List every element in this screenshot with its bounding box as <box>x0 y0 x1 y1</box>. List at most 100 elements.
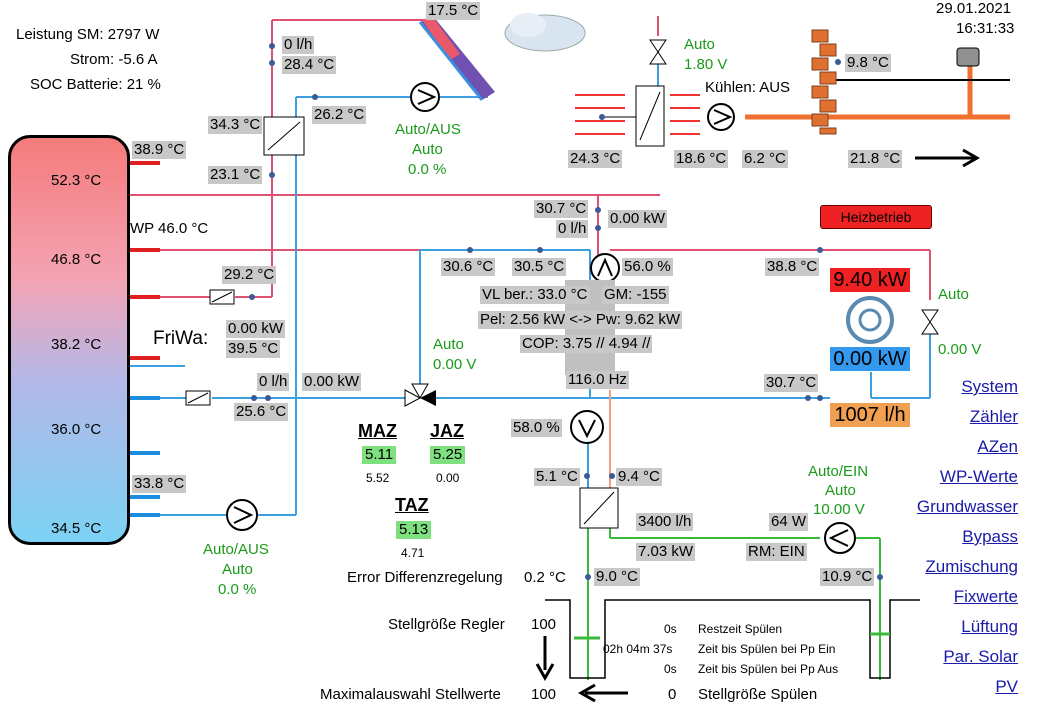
hp-pump-pct: 56.0 % <box>622 258 673 276</box>
nav-zumischung[interactable]: Zumischung <box>925 557 1018 576</box>
solar-pump-mode: Auto/AUS <box>395 121 461 138</box>
nav-fixwerte[interactable]: Fixwerte <box>953 587 1018 606</box>
brine-pump-volt: 10.00 V <box>813 501 865 518</box>
storage-tank <box>8 135 130 545</box>
hc-valve-mode: Auto <box>938 286 969 303</box>
time: 16:31:33 <box>956 20 1015 37</box>
hc-return-temp: 30.7 °C <box>764 374 819 392</box>
spuelen-val-0: 0s <box>664 622 677 636</box>
brine-kw: 7.03 kW <box>636 543 696 561</box>
cooling-temp-4: 21.8 °C <box>848 150 903 168</box>
cooling-valve-volt: 1.80 V <box>684 56 728 73</box>
heizbetrieb-button[interactable]: Heizbetrieb <box>820 205 932 229</box>
spuelen-label-0: Restzeit Spülen <box>698 622 783 636</box>
jaz-label: JAZ <box>430 421 465 441</box>
brine-temp-9: 9.4 °C <box>616 468 662 486</box>
nav-lueftung[interactable]: Lüftung <box>961 617 1018 636</box>
cooling-status: Kühlen: AUS <box>705 79 791 96</box>
nav-wp-werte[interactable]: WP-Werte <box>939 467 1018 486</box>
brine-temp-5: 5.1 °C <box>534 468 580 486</box>
brine-rm: RM: EIN <box>746 543 807 561</box>
tank-temp-4: 36.0 °C <box>51 421 102 438</box>
nav-system[interactable]: System <box>961 377 1018 396</box>
spuelen-label-1: Zeit bis Spülen bei Pp Ein <box>698 642 836 656</box>
brine-pump-sub: Auto <box>825 482 856 499</box>
stellgroesse-regler-value: 100 <box>531 616 557 633</box>
maximalauswahl-value: 100 <box>531 686 557 703</box>
lower-pump-mode: Auto/AUS <box>203 541 269 558</box>
lower-pump-sub: Auto <box>222 561 253 578</box>
soc-batterie: SOC Batterie: 21 % <box>30 76 161 93</box>
jaz-value: 5.25 <box>430 446 466 464</box>
hp-top-kw: 0.00 kW <box>608 210 668 228</box>
solar-flow: 0 l/h <box>282 36 315 54</box>
nav-pv[interactable]: PV <box>995 677 1018 696</box>
solar-temp-1: 28.4 °C <box>282 56 337 74</box>
mixer-mode: Auto <box>433 336 464 353</box>
hc-top-temp: 38.8 °C <box>765 258 820 276</box>
brine-pump-mode: Auto/EIN <box>808 463 869 480</box>
nav-bypass[interactable]: Bypass <box>962 527 1018 546</box>
solar-pump-sub: Auto <box>412 141 443 158</box>
outside-temp: 9.8 °C <box>845 54 891 72</box>
hp-top-flow: 0 l/h <box>556 220 589 238</box>
date: 29.01.2021 <box>936 0 1012 17</box>
tank-temp-2: 46.8 °C <box>51 251 102 268</box>
cooling-temp-1: 24.3 °C <box>568 150 623 168</box>
pel-pw: Pel: 2.56 kW <-> Pw: 9.62 kW <box>478 311 683 329</box>
cooling-temp-3: 6.2 °C <box>742 150 788 168</box>
heater-kw: 0.00 kW <box>226 320 286 338</box>
strom: Strom: -5.6 A <box>70 51 158 68</box>
stellgroesse-spuelen-value: 0 <box>668 686 677 703</box>
vl-ber: VL ber.: 33.0 °C <box>480 286 590 304</box>
brine-pump-watt: 64 W <box>769 513 809 531</box>
tank-temp-3: 38.2 °C <box>51 336 102 353</box>
error-diff-label: Error Differenzregelung <box>347 569 503 586</box>
friwa-kw: 0.00 kW <box>302 373 362 391</box>
taz-label: TAZ <box>395 495 429 515</box>
maz-label: MAZ <box>358 421 397 441</box>
compressor-freq: 116.0 Hz <box>566 371 629 389</box>
heater-temp-2: 39.5 °C <box>226 340 281 358</box>
solar-temp-2: 34.3 °C <box>208 116 263 134</box>
leistung-sm: Leistung SM: 2797 W <box>16 26 160 43</box>
hc-power-bottom: 0.00 kW <box>830 347 910 371</box>
brine-temp-109: 10.9 °C <box>820 568 875 586</box>
hp-line-temp-1: 30.6 °C <box>441 258 496 276</box>
spuelen-label-2: Zeit bis Spülen bei Pp Aus <box>698 662 839 676</box>
error-diff-value: 0.2 °C <box>524 569 566 586</box>
heater-temp: 29.2 °C <box>222 266 277 284</box>
nav-azen[interactable]: AZen <box>977 437 1018 456</box>
nav-zaehler[interactable]: Zähler <box>969 407 1018 426</box>
tank-temp-5: 34.5 °C <box>51 520 102 537</box>
taz-value-2: 4.71 <box>401 546 425 560</box>
solar-pump-pct: 0.0 % <box>408 161 447 178</box>
maz-value: 5.11 <box>362 446 397 464</box>
wp-temp: WP 46.0 °C <box>130 220 209 237</box>
friwa-label: FriWa: <box>153 328 209 349</box>
hp-line-temp-2: 30.5 °C <box>512 258 567 276</box>
maximalauswahl-label: Maximalauswahl Stellwerte <box>320 686 501 703</box>
hc-power-top: 9.40 kW <box>830 268 910 292</box>
brine-flow: 3400 l/h <box>636 513 694 531</box>
cooling-temp-2: 18.6 °C <box>674 150 729 168</box>
hp-top-temp: 30.7 °C <box>534 200 589 218</box>
cop: COP: 3.75 // 4.94 // <box>520 335 653 353</box>
nav-grundwasser[interactable]: Grundwasser <box>916 497 1018 516</box>
stellgroesse-spuelen-label: Stellgröße Spülen <box>698 686 818 703</box>
nav-par-solar[interactable]: Par. Solar <box>943 647 1018 666</box>
tank-bottom-temp: 33.8 °C <box>132 475 187 493</box>
taz-value: 5.13 <box>396 521 432 539</box>
gm: GM: -155 <box>602 286 669 304</box>
hp-pump2-pct: 58.0 % <box>511 419 562 437</box>
brine-temp-90: 9.0 °C <box>594 568 640 586</box>
solar-temp-4: 23.1 °C <box>208 166 263 184</box>
solar-temp-3: 26.2 °C <box>312 106 367 124</box>
cooling-valve-mode: Auto <box>684 36 715 53</box>
hc-valve-volt: 0.00 V <box>938 341 982 358</box>
mixer-volt: 0.00 V <box>433 356 477 373</box>
stellgroesse-regler-label: Stellgröße Regler <box>388 616 505 633</box>
friwa-temp: 25.6 °C <box>234 403 289 421</box>
lower-pump-pct: 0.0 % <box>218 581 257 598</box>
